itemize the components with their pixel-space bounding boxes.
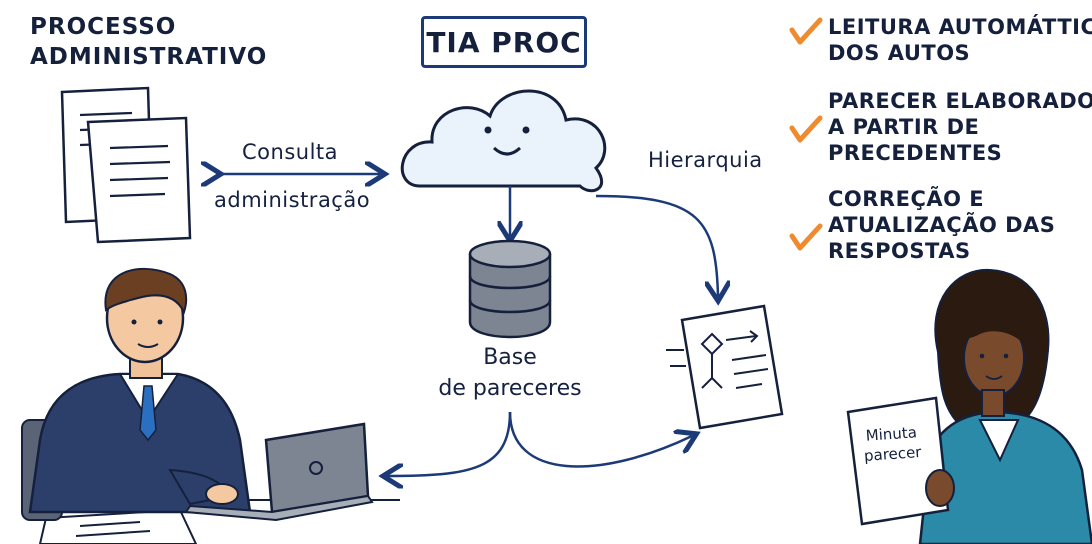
- header-line1: PROCESSO: [30, 14, 177, 40]
- checklist-item: PARECER ELABORADO A PARTIR DE PRECEDENTE…: [790, 88, 1092, 166]
- reviewer-figure: [846, 268, 1092, 544]
- cloud-icon: [400, 89, 607, 193]
- consulta-label: Consulta: [242, 140, 339, 164]
- base-to-reviewer-arrow: [508, 411, 692, 468]
- feature-checklist: LEITURA AUTOMÁTTICA DOS AUTOS PARECER EL…: [790, 14, 1092, 280]
- check-icons: [789, 17, 823, 251]
- checklist-item-line: PARECER ELABORADO: [828, 89, 1092, 113]
- check-icon: [789, 223, 823, 251]
- hierarquia-label: Hierarquia: [648, 148, 763, 172]
- analyst-figure: [21, 267, 400, 544]
- base-to-analyst-arrow: [388, 411, 512, 476]
- minuta-paper-label: Minuta parecer: [851, 421, 934, 466]
- base-label: Base de pareceres: [410, 342, 610, 404]
- documents-icon: [60, 86, 192, 244]
- checklist-item-line: RESPOSTAS: [828, 239, 971, 263]
- flowchart-document-icon: [666, 304, 784, 430]
- database-icon: [468, 239, 552, 339]
- check-icon: [789, 115, 823, 143]
- checklist-item-line: CORREÇÃO E: [828, 187, 985, 211]
- checklist-item: CORREÇÃO E ATUALIZAÇÃO DAS RESPOSTAS: [790, 186, 1090, 264]
- administracao-label: administração: [214, 188, 371, 212]
- hierarquia-arrow: [595, 194, 718, 296]
- base-line1: Base: [483, 345, 537, 370]
- base-line2: de pareceres: [438, 376, 582, 401]
- title-text: TIA PROC: [426, 25, 582, 59]
- header-line2: ADMINISTRATIVO: [30, 44, 268, 70]
- check-icon: [789, 17, 823, 45]
- process-header: PROCESSO ADMINISTRATIVO: [30, 12, 268, 72]
- checklist-item-line: PRECEDENTES: [828, 141, 1003, 165]
- checklist-item: LEITURA AUTOMÁTTICA DOS AUTOS: [790, 14, 1092, 66]
- checklist-item-line: ATUALIZAÇÃO DAS: [828, 213, 1056, 237]
- checklist-item-line: DOS AUTOS: [828, 41, 971, 65]
- title-box: TIA PROC: [421, 16, 587, 68]
- checklist-item-line: A PARTIR DE: [828, 115, 980, 139]
- checklist-item-line: LEITURA AUTOMÁTTICA: [828, 15, 1092, 39]
